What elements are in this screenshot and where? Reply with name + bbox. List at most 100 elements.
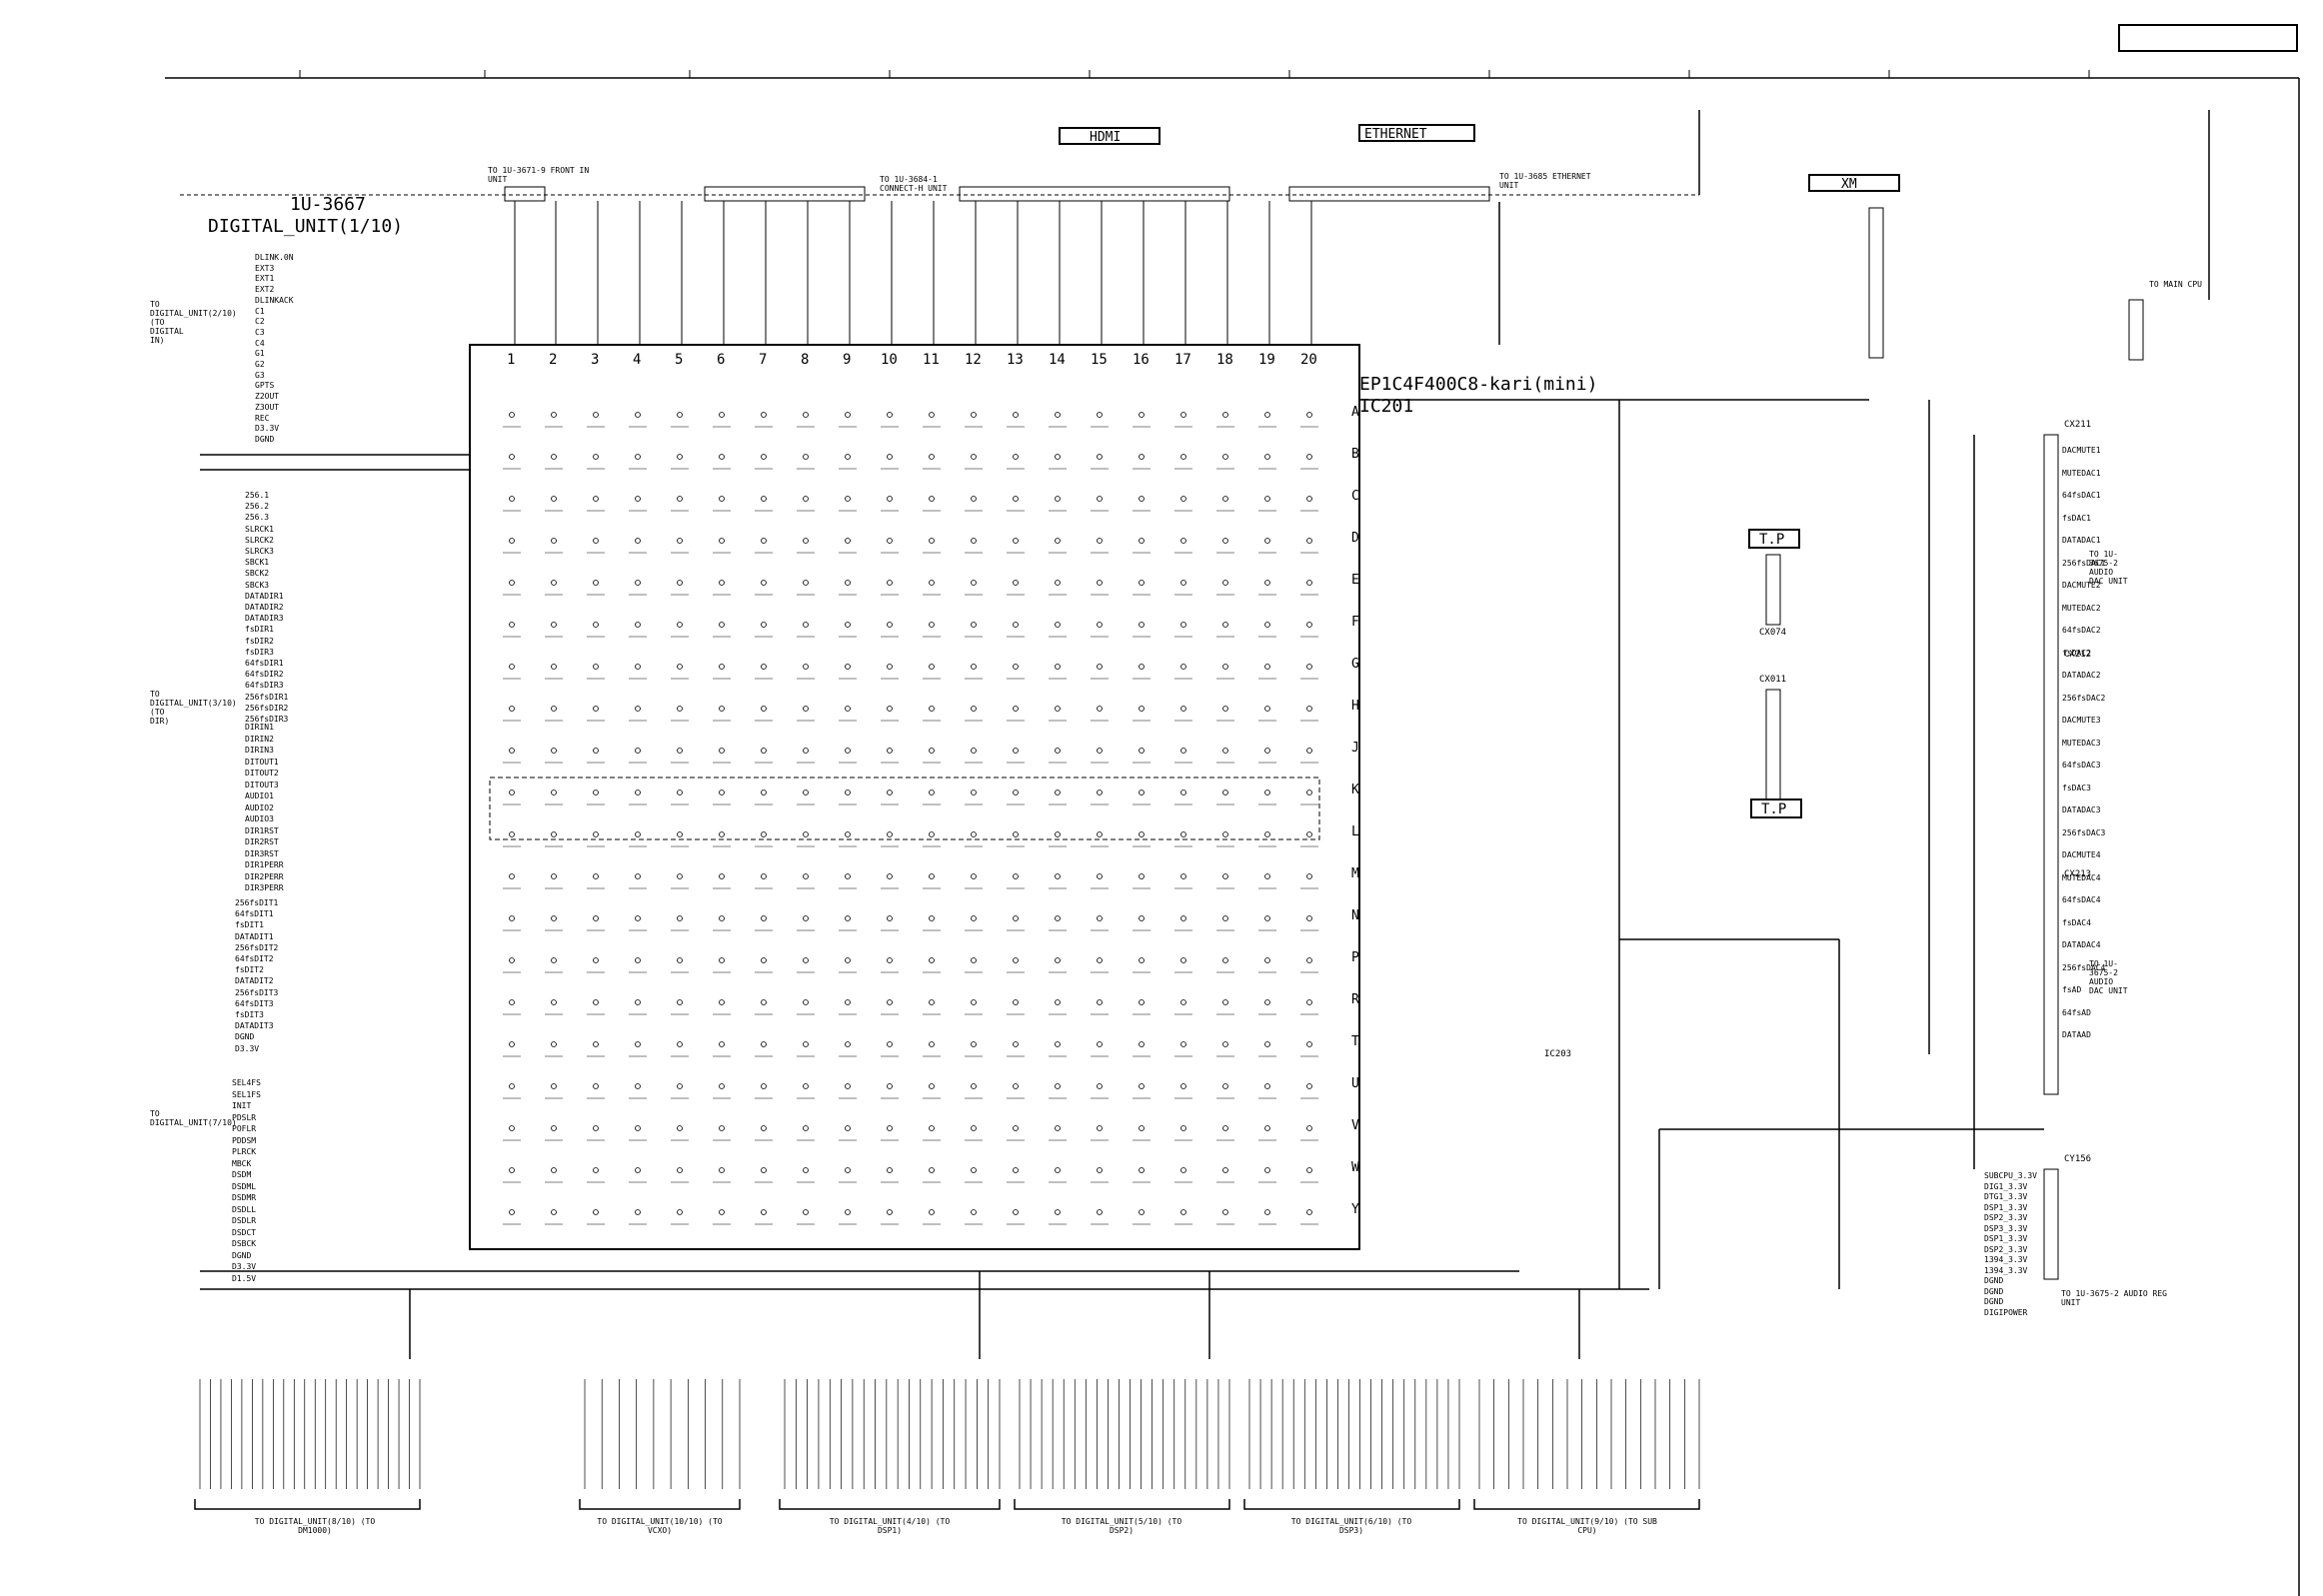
ball-pad [845, 999, 851, 1005]
ball-pad [1097, 1209, 1103, 1215]
ball-pad [1306, 454, 1312, 460]
right-signal-label: DATAAD [2062, 1030, 2091, 1039]
ball-pad [593, 664, 599, 670]
ball-pad [1306, 580, 1312, 586]
ball-pad [929, 748, 935, 754]
ball-pad [845, 790, 851, 796]
ball-pad [845, 1167, 851, 1173]
ball-pad [1055, 706, 1061, 712]
row-F: F [1351, 615, 1359, 630]
ball-pad [803, 873, 809, 879]
pin-number-row: 1 2 3 4 5 6 7 8 9 10 11 12 13 14 15 16 1… [470, 352, 1359, 368]
ball-pad [1055, 957, 1061, 963]
side-caption-digital-in: TO DIGITAL_UNIT(2/10) (TO DIGITAL IN) [150, 300, 237, 345]
ball-pad [1013, 622, 1019, 628]
row-P: P [1351, 950, 1359, 965]
ball-pad [593, 831, 599, 837]
left-signal-label: 64fsDIR3 [245, 681, 284, 691]
pin-15: 15 [1091, 352, 1108, 368]
ball-pad [1139, 748, 1145, 754]
ball-pad [761, 538, 767, 544]
ball-pad [1055, 999, 1061, 1005]
ball-pad [509, 831, 515, 837]
left-signal-label: INIT [232, 1101, 252, 1110]
left-signal-label: 256fsDIR3 [245, 715, 289, 725]
ball-pad [1180, 496, 1186, 502]
ball-pad [1180, 706, 1186, 712]
ball-pad [677, 664, 683, 670]
left-signal-label: 256.1 [245, 491, 270, 500]
ball-pad [1180, 999, 1186, 1005]
bottom-caption-dm1000: TO DIGITAL_UNIT(8/10) (TO DM1000) [254, 1517, 376, 1535]
bottom-caption-dsp2: TO DIGITAL_UNIT(5/10) (TO DSP2) [1061, 1517, 1182, 1535]
left-signal-label: C3 [255, 327, 265, 337]
pin-16: 16 [1133, 352, 1150, 368]
ball-pad [719, 412, 725, 418]
pin-6: 6 [717, 352, 726, 368]
right-signal-label: DACMUTE4 [2062, 850, 2101, 859]
power-signal-label: DSP1_3.3V [1984, 1234, 2028, 1243]
ball-pad [845, 412, 851, 418]
ball-pad [971, 1209, 977, 1215]
ball-pad [1013, 831, 1019, 837]
ball-pad [971, 915, 977, 921]
ball-pad [635, 412, 641, 418]
ball-pad [971, 831, 977, 837]
left-signal-label: PDSLR [232, 1112, 257, 1122]
ball-pad [1264, 999, 1270, 1005]
ball-pad [761, 496, 767, 502]
ball-pad [1139, 1209, 1145, 1215]
ball-pad [1139, 1083, 1145, 1089]
left-signal-label: PDDSM [232, 1135, 257, 1145]
ball-pad [1097, 1083, 1103, 1089]
ball-pad [887, 915, 893, 921]
ball-pad [929, 454, 935, 460]
ball-pad [887, 1209, 893, 1215]
ball-pad [845, 1209, 851, 1215]
ball-pad [761, 957, 767, 963]
ball-pad [719, 496, 725, 502]
ball-pad [803, 831, 809, 837]
ball-pad [1013, 496, 1019, 502]
ball-pad [1139, 412, 1145, 418]
ball-pad [551, 873, 557, 879]
ball-pad [1139, 957, 1145, 963]
ball-pad [971, 1041, 977, 1047]
ball-pad [1097, 748, 1103, 754]
ball-pad [845, 915, 851, 921]
ball-pad [719, 454, 725, 460]
ball-pad [593, 1041, 599, 1047]
ball-pad [1013, 999, 1019, 1005]
ball-pad [887, 706, 893, 712]
ball-pad [1306, 538, 1312, 544]
ball-pad [1222, 538, 1228, 544]
ball-pad [929, 580, 935, 586]
ball-pad [593, 957, 599, 963]
ball-pad [887, 1167, 893, 1173]
left-signal-label: DIRIN2 [245, 734, 274, 744]
left-signal-label: 256fsDIT1 [235, 898, 279, 907]
ball-pad [1222, 957, 1228, 963]
ball-pad [1306, 1209, 1312, 1215]
ball-pad [803, 454, 809, 460]
ball-pad [551, 1041, 557, 1047]
ball-pad [635, 1083, 641, 1089]
top-pin-stubs [514, 201, 1312, 345]
left-signal-label: DSDLR [232, 1216, 257, 1225]
ball-pad [1139, 831, 1145, 837]
ethernet-connector-caption: TO 1U-3685 ETHERNET UNIT [1499, 172, 1591, 190]
ball-pad [1306, 1167, 1312, 1173]
ball-pad [677, 831, 683, 837]
left-signal-label: 256fsDIT2 [235, 942, 279, 952]
left-signal-label: C4 [255, 338, 265, 348]
left-signal-label: G1 [255, 349, 265, 359]
ball-pad [1013, 957, 1019, 963]
ball-pad [1222, 915, 1228, 921]
left-signal-label: D1.5V [232, 1273, 257, 1283]
left-signal-label: SLRCK3 [245, 547, 274, 557]
pin-18: 18 [1216, 352, 1233, 368]
left-signal-label: DIR1PERR [245, 860, 284, 869]
ball-pad [1013, 790, 1019, 796]
left-signal-label: DIR1RST [245, 825, 279, 835]
left-signal-label: DIR2PERR [245, 871, 284, 881]
